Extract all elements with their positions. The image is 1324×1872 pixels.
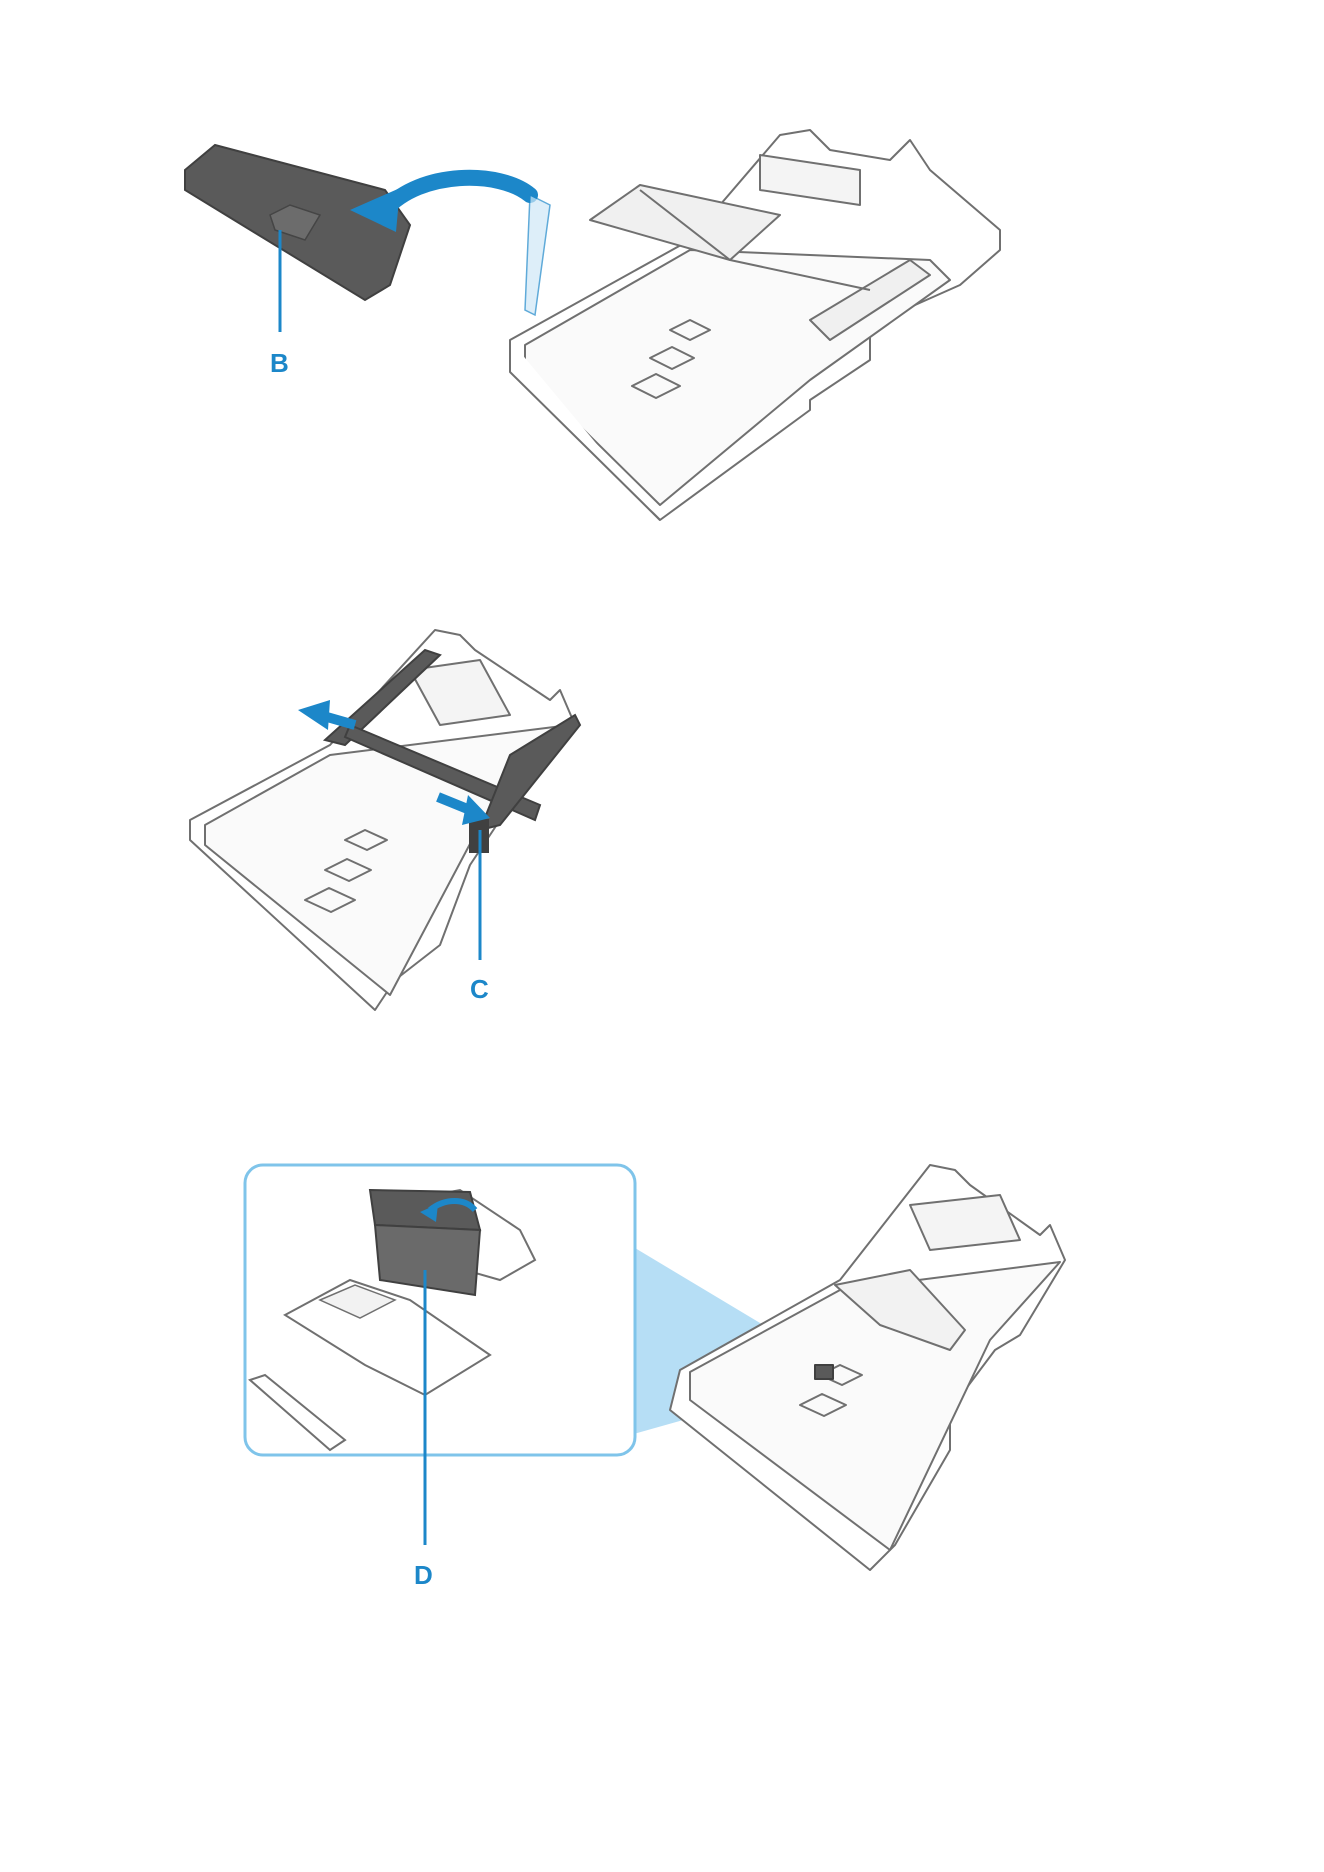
figure-slide-guides: C [180, 615, 680, 1015]
figure-remove-cover: B [170, 110, 1040, 530]
figure-slide-guides-illustration: C [180, 615, 680, 1015]
cassette-tray [510, 130, 1000, 520]
cassette-tray [670, 1165, 1065, 1570]
callout-b: B [270, 348, 289, 378]
zoom-frame [245, 1165, 635, 1455]
callout-c: C [470, 974, 489, 1004]
figure-lift-stopper: D [230, 1150, 1170, 1630]
figure-lift-stopper-illustration: D [230, 1150, 1170, 1630]
callout-d: D [414, 1560, 433, 1590]
figure-remove-cover-illustration: B [170, 110, 1040, 530]
